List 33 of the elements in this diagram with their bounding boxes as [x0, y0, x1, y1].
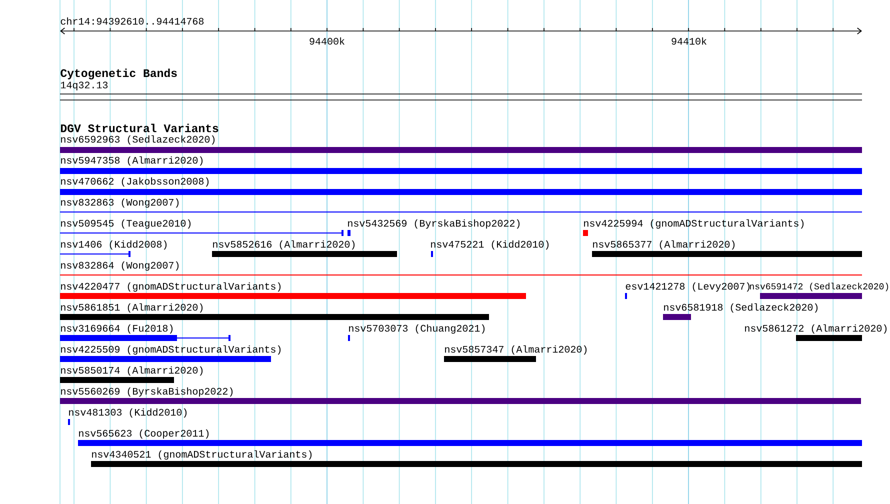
feature-label: nsv5703073 (Chuang2021) [349, 324, 485, 334]
track-title: Cytogenetic Bands [60, 68, 177, 80]
feature-label: nsv5947358 (Almarri2020) [61, 156, 203, 166]
feature-label: nsv481303 (Kidd2010) [69, 408, 187, 418]
feature-label: nsv5865377 (Almarri2020) [593, 240, 735, 250]
feature-label: nsv4340521 (gnomADStructuralVariants) [92, 450, 312, 460]
feature-label: nsv5857347 (Almarri2020) [445, 345, 587, 355]
feature-label: nsv1406 (Kidd2008) [61, 240, 167, 250]
track-title: DGV Structural Variants [60, 124, 218, 132]
feature-label: nsv5850174 (Almarri2020) [61, 366, 203, 376]
tick-label: 94400k [310, 37, 344, 45]
feature-label: nsv6591472 (Sedlazeck2020) [750, 282, 888, 292]
feature-label: nsv509545 (Teague2010) [61, 219, 191, 229]
feature-label: nsv470662 (Jakobsson2008) [61, 177, 209, 187]
feature-label: esv1421278 (Levy2007) [626, 282, 750, 292]
feature-label: nsv3169664 (Fu2018) [61, 324, 173, 334]
tick-label: 94410k [672, 37, 706, 45]
feature-label: nsv5861851 (Almarri2020) [61, 303, 203, 313]
feature-label: nsv5560269 (ByrskaBishop2022) [61, 387, 233, 397]
feature-label: nsv4220477 (gnomADStructuralVariants) [61, 282, 281, 292]
feature-label: nsv5852616 (Almarri2020) [213, 240, 355, 250]
feature-label: nsv565623 (Cooper2011) [79, 429, 209, 439]
feature-label: nsv475221 (Kidd2010) [431, 240, 549, 250]
feature-label: nsv5861272 (Almarri2020) [745, 324, 887, 334]
feature-label: nsv6592963 (Sedlazeck2020) [61, 135, 215, 145]
feature-label: nsv5432569 (ByrskaBishop2022) [348, 219, 520, 229]
coordinate-label: chr14:94392610..94414768 [60, 17, 204, 25]
feature-label: nsv832863 (Wong2007) [61, 198, 179, 208]
feature-label: nsv6581918 (Sedlazeck2020) [664, 303, 818, 313]
feature-label: nsv832864 (Wong2007) [61, 261, 179, 271]
band-label: 14q32.13 [60, 82, 108, 90]
feature-label: nsv4225994 (gnomADStructuralVariants) [584, 219, 804, 229]
feature-label: nsv4225509 (gnomADStructuralVariants) [61, 345, 281, 355]
